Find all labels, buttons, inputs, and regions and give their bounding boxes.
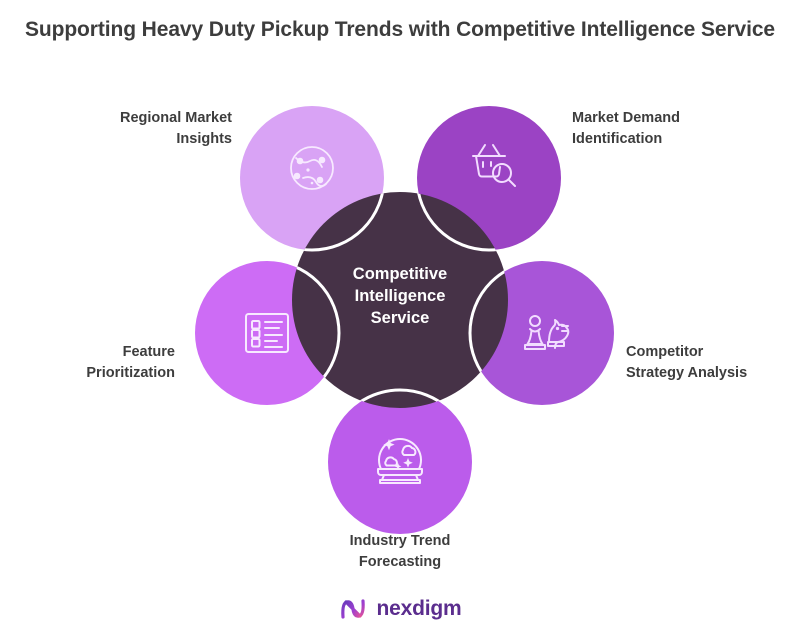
node-label-line2: Strategy Analysis (626, 364, 748, 381)
node-label-competitor-strategy-analysis: Competitor Strategy Analysis (626, 342, 798, 383)
node-label-industry-trend-forecasting: Industry Trend Forecasting (290, 531, 510, 572)
center-hub-label-line1: Competitive (352, 265, 448, 283)
node-circle-competitor-strategy-analysis[interactable] (470, 261, 614, 405)
node-circle-regional-market-insights[interactable] (240, 106, 384, 250)
node-circle-industry-trend-forecasting[interactable] (328, 390, 472, 534)
center-hub-label-line3: Service (370, 308, 430, 327)
center-hub-label-line2: Intelligence (354, 286, 446, 305)
node-label-line1: Industry Trend (349, 533, 451, 549)
page-title: Supporting Heavy Duty Pickup Trends with… (24, 18, 776, 41)
node-label-line1: Feature (122, 344, 175, 360)
node-label-line1: Competitor (626, 344, 704, 360)
basket-search-icon (472, 144, 516, 187)
node-label-line2: Forecasting (358, 553, 442, 570)
chess-strategy-icon (524, 315, 570, 350)
globe-network-icon (290, 146, 334, 190)
nexdigm-n-mark-icon (340, 599, 365, 619)
footer-logo-text: nexdigm (376, 597, 462, 620)
footer-logo: nexdigm (0, 596, 800, 622)
node-label-market-demand-identification: Market Demand Identification (572, 108, 782, 149)
node-label-regional-market-insights: Regional Market Insights (40, 108, 232, 149)
node-label-line1: Market Demand (572, 110, 680, 126)
node-label-line2: Identification (572, 130, 663, 147)
crystal-ball-icon (377, 438, 423, 484)
node-label-line2: Insights (176, 130, 232, 147)
center-hub-label: Competitive Intelligence Service (310, 264, 490, 329)
checklist-icon (245, 313, 289, 353)
node-label-line1: Regional Market (120, 110, 232, 126)
node-circle-market-demand-identification[interactable] (417, 106, 561, 250)
node-label-feature-prioritization: Feature Prioritization (20, 342, 175, 383)
node-label-line2: Prioritization (86, 364, 175, 381)
